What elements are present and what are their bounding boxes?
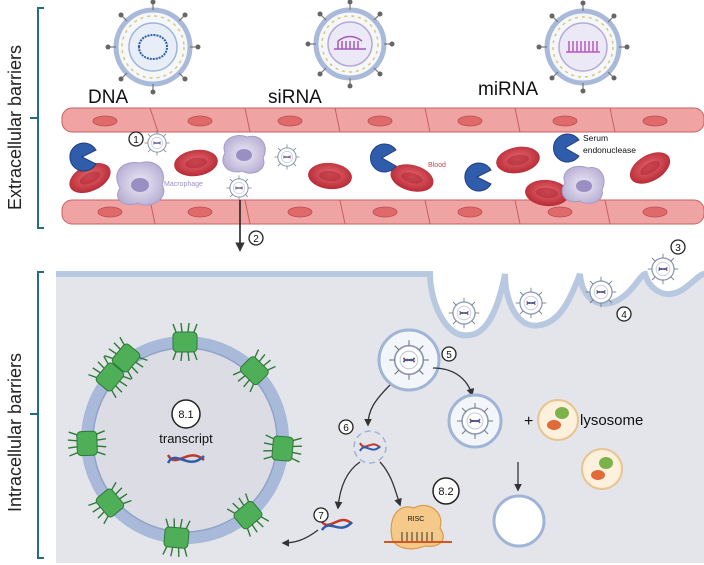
risc-complex — [384, 504, 452, 550]
svg-text:8.2: 8.2 — [438, 486, 453, 498]
vessel-top-wall — [61, 107, 704, 133]
nuclear-import-arrow — [334, 461, 361, 510]
intracellular-label: Intracellular barriers — [5, 353, 25, 512]
macrophage-label: Macrophage — [164, 181, 203, 188]
svg-text:2: 2 — [253, 234, 259, 245]
endonuclease-label: endonuclease — [583, 145, 636, 155]
sirna-label: siRNA — [268, 87, 322, 108]
transcript-dna — [166, 454, 205, 464]
risc-loading-arrow — [379, 461, 402, 507]
step-3-marker: 3 — [670, 239, 686, 255]
svg-text:4: 4 — [621, 310, 627, 321]
svg-text:5: 5 — [446, 350, 452, 361]
circulating-nanoparticles — [143, 129, 301, 202]
lysosome-label: lysosome — [580, 412, 643, 429]
blood-label: Blood — [428, 162, 446, 169]
empty-vesicle — [492, 494, 546, 548]
step-8-2-marker: 8.2 — [432, 477, 460, 505]
mirna-label: miRNA — [478, 79, 538, 100]
step-1-marker: 1 — [128, 131, 144, 147]
released-cargo — [353, 430, 387, 464]
serum-nuclease-shapes — [69, 133, 580, 192]
transcript-label: transcript — [159, 431, 213, 446]
risc-label: RISC — [408, 516, 425, 523]
intracellular-bracket — [30, 271, 44, 559]
nuclear-pores — [66, 322, 304, 559]
lysosome-icon-2 — [581, 448, 623, 490]
endosome-escape-arrow — [364, 384, 391, 427]
dna-label: DNA — [88, 87, 128, 108]
step-5-marker: 5 — [441, 346, 457, 362]
step-6-marker: 6 — [338, 419, 354, 435]
svg-text:1: 1 — [133, 135, 139, 146]
step-7-marker: 7 — [313, 507, 329, 523]
macrophage-cells — [116, 135, 605, 206]
plus-sign: + — [524, 413, 533, 430]
cell-membrane — [56, 270, 704, 339]
svg-text:8.1: 8.1 — [178, 409, 193, 421]
vessel-bottom-wall — [61, 199, 704, 225]
endosome — [377, 328, 441, 392]
step-4-marker: 4 — [616, 306, 632, 322]
svg-text:6: 6 — [343, 423, 349, 434]
to-nucleus-arrow — [281, 529, 319, 547]
mirna-nanoparticle — [536, 0, 630, 94]
dna-cargo-7 — [320, 518, 353, 531]
svg-text:7: 7 — [318, 511, 324, 522]
serum-label: Serum — [583, 133, 608, 143]
svg-text:3: 3 — [675, 243, 681, 254]
extracellular-label: Extracellular barriers — [5, 45, 25, 210]
step-8-1-marker: 8.1 — [171, 399, 201, 429]
extracellular-bracket — [30, 7, 44, 229]
dna-nanoparticle — [105, 0, 201, 95]
lysosome-icon — [537, 399, 579, 441]
late-endosome — [447, 393, 503, 449]
step-2-marker: 2 — [248, 230, 264, 246]
sirna-nanoparticle — [305, 0, 395, 89]
endosome-maturation-arrow — [432, 367, 475, 397]
